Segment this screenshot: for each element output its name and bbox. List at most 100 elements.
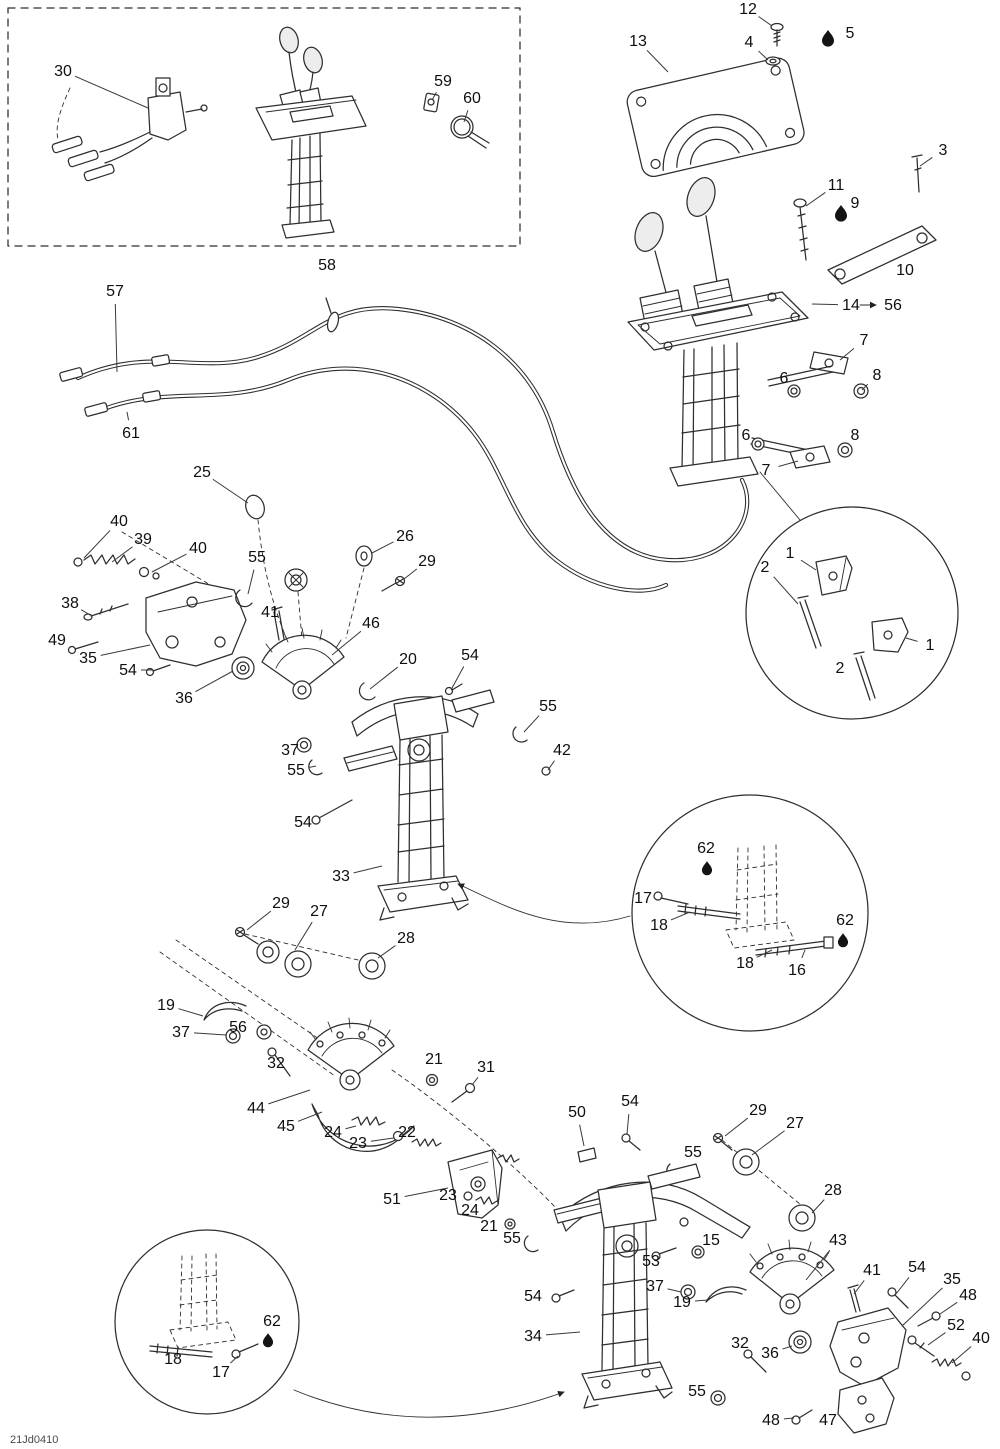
arm-10 [827, 225, 937, 285]
callout-7: 7 [860, 332, 869, 349]
callout-56: 56 [229, 1019, 247, 1036]
leader-line-11 [805, 192, 826, 207]
callout-16: 16 [788, 962, 806, 979]
callout-36: 36 [761, 1345, 779, 1362]
top-hardware [765, 22, 937, 285]
leader-line-50 [579, 1124, 585, 1147]
leader-line-55 [523, 715, 540, 733]
bracket-35b [829, 1307, 907, 1387]
callout-32: 32 [731, 1335, 749, 1352]
callout-21: 21 [425, 1051, 443, 1068]
callout-55: 55 [248, 549, 266, 566]
pulley-36b [788, 1330, 812, 1354]
callout-10: 10 [896, 262, 914, 279]
pin-50 [577, 1147, 597, 1163]
leader-line-27 [751, 1130, 785, 1156]
sector-46-assembly [261, 627, 551, 825]
callout-19: 19 [157, 997, 175, 1014]
callout-47: 47 [819, 1412, 837, 1429]
callout-18: 18 [164, 1351, 182, 1368]
callout-58: 58 [318, 257, 336, 274]
callout-15: 15 [702, 1232, 720, 1249]
callout-44: 44 [247, 1100, 265, 1117]
callout-31: 31 [477, 1059, 495, 1076]
leader-line-29 [724, 1117, 749, 1137]
leader-line-30 [74, 75, 149, 109]
callout-4: 4 [745, 34, 754, 51]
callout-37: 37 [646, 1278, 664, 1295]
callout-46: 46 [362, 615, 380, 632]
watermark: 21Jd0410 [10, 1434, 58, 1446]
leader-line-37 [667, 1288, 682, 1293]
callout-52: 52 [947, 1317, 965, 1334]
stud-18c [149, 1343, 213, 1358]
shift-cables [59, 297, 750, 593]
leader-line-37 [193, 1032, 227, 1036]
leader-line-41 [853, 1280, 865, 1295]
leader-line-7 [839, 347, 855, 361]
leader-line-43 [805, 1249, 831, 1281]
leader-line-60 [463, 110, 469, 123]
callout-8: 8 [851, 427, 860, 444]
callout-23: 23 [439, 1187, 457, 1204]
washer-4 [765, 56, 781, 66]
pin-2a [797, 595, 822, 649]
callout-8: 8 [873, 367, 882, 384]
callout-24: 24 [324, 1124, 342, 1141]
sector-plate-43 [749, 1247, 835, 1305]
hook-19b [705, 1286, 747, 1303]
callout-27: 27 [786, 1115, 804, 1132]
callout-55: 55 [503, 1230, 521, 1247]
callout-55: 55 [287, 762, 305, 779]
callout-60: 60 [463, 90, 481, 107]
leader-line-23 [370, 1137, 395, 1142]
callout-53: 53 [642, 1253, 660, 1270]
leader-line-34 [545, 1331, 581, 1336]
carrier-arm-34 [559, 1181, 751, 1239]
leader-line-1 [905, 637, 918, 642]
callout-62: 62 [697, 840, 715, 857]
leader-line-44 [268, 1089, 311, 1105]
callout-39: 39 [134, 531, 152, 548]
callout-54: 54 [461, 647, 479, 664]
callout-27: 27 [310, 903, 328, 920]
arc-guard-45 [311, 1103, 415, 1152]
callout-54: 54 [908, 1259, 926, 1276]
pedestal-33 [377, 695, 469, 921]
leader-line-1 [800, 559, 817, 571]
callout-5: 5 [846, 25, 855, 42]
leader-line-28 [377, 945, 396, 959]
lower-right-assembly [551, 1132, 971, 1434]
leader-line-26 [371, 541, 394, 554]
leader-lines [74, 16, 972, 1420]
callout-17: 17 [634, 890, 652, 907]
callout-50: 50 [568, 1104, 586, 1121]
leader-line-31 [471, 1076, 479, 1086]
leader-line-14 [811, 303, 839, 306]
leader-line-54 [626, 1113, 630, 1135]
leader-line-8 [861, 383, 869, 391]
callout-37: 37 [172, 1024, 190, 1041]
leader-line-48 [783, 1417, 795, 1420]
callout-54: 54 [119, 662, 137, 679]
callout-7: 7 [762, 462, 771, 479]
callout-25: 25 [193, 464, 211, 481]
leader-line-59 [431, 92, 437, 101]
leader-line-52 [927, 1332, 946, 1346]
callout-42: 42 [553, 742, 571, 759]
leader-line-57 [114, 303, 118, 373]
callout-62: 62 [836, 912, 854, 929]
leader-line-13 [646, 49, 669, 73]
leader-line-17 [230, 1355, 239, 1364]
detail-circle-16-18 [631, 794, 869, 1032]
callout-54: 54 [621, 1093, 639, 1110]
spring-24a [351, 1116, 386, 1126]
leader-line-18 [670, 911, 691, 921]
bracket-1a [815, 555, 853, 596]
leader-line-16 [801, 949, 806, 959]
clamp-60 [450, 115, 490, 149]
callout-41: 41 [261, 604, 279, 621]
callout-62: 62 [263, 1313, 281, 1330]
